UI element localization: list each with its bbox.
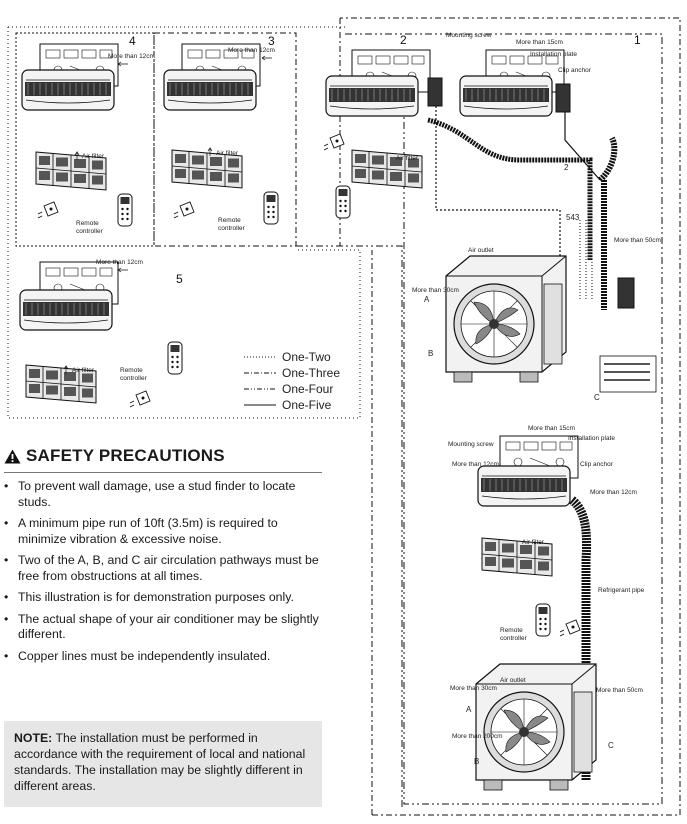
safety-item: To prevent wall damage, use a stud finde… [4, 479, 322, 510]
panel-1-clip-anchor-label: Clip anchor [558, 67, 592, 74]
lower-remote-label-a: Remote [500, 627, 523, 634]
panel-4-remote-label-a: Remote [76, 220, 99, 227]
panel-2-number: 2 [400, 33, 407, 47]
panel-2-air-filter-label: Air filter [396, 155, 419, 162]
upper-outdoor-air-outlet-label: Air outlet [468, 247, 494, 254]
upper-outdoor-unit: Air outlet A B C More than 30cm More tha… [412, 237, 661, 402]
panel-3-air-filter-label: Air filter [216, 150, 239, 157]
note-text: The installation must be performed in ac… [14, 731, 306, 793]
panel-3: 3 More than 12cm Air filter Remote contr… [163, 34, 279, 232]
panel-3-remote-label-a: Remote [218, 217, 241, 224]
lower-remote-label-b: controller [500, 635, 528, 642]
lower-air-filter-label: Air filter [522, 539, 545, 546]
panel-1-mounting-screw-label: Mounting screw [446, 32, 492, 39]
panel-5: 5 More than 12cm Air filter Remote contr… [19, 259, 183, 408]
panel-3-clearance-label: More than 12cm [228, 47, 275, 54]
safety-precautions: SAFETY PRECAUTIONS To prevent wall damag… [4, 446, 322, 670]
panel-4-clearance-label: More than 12cm [108, 53, 155, 60]
panel-5-clearance-label: More than 12cm [96, 259, 143, 266]
safety-item-text: To prevent wall damage, use a stud finde… [18, 479, 296, 509]
lower-outdoor-clearance-50: More than 50cm [596, 687, 643, 694]
upper-outdoor-letter-a: A [424, 295, 430, 304]
legend-item-one-two: One-Two [282, 350, 331, 364]
note-label: NOTE: [14, 731, 53, 745]
panel-1-number: 1 [634, 33, 641, 47]
lower-installation-plate-label: Installation plate [568, 435, 615, 442]
panel-5-remote-label-a: Remote [120, 367, 143, 374]
lower-clearance-12cm-right: More than 12cm [590, 489, 637, 496]
safety-item: A minimum pipe run of 10ft (3.5m) is req… [4, 516, 322, 547]
lower-outdoor-unit: Air outlet A B C More than 30cm More tha… [450, 663, 643, 791]
legend-item-one-five: One-Five [282, 398, 332, 412]
lower-clearance-12cm-left: More than 12cm [452, 461, 499, 468]
upper-outdoor-letter-c: C [594, 393, 600, 402]
panel-4-air-filter-label: Air filter [82, 153, 105, 160]
safety-item-text: Copper lines must be independently insul… [18, 648, 271, 663]
lower-clip-anchor-label: Clip anchor [580, 461, 614, 468]
lower-refrigerant-pipe-label: Refrigerant pipe [598, 587, 645, 594]
legend: One-Two One-Three One-Four One-Five [244, 350, 340, 412]
lower-mounting-screw-label: Mounting screw [448, 441, 494, 448]
safety-item-text: This illustration is for demonstration p… [18, 590, 294, 604]
safety-item: Two of the A, B, and C air circulation p… [4, 553, 322, 584]
pipe-numbers-543: 543 [566, 213, 580, 222]
safety-title-row: SAFETY PRECAUTIONS [4, 446, 322, 466]
safety-item-text: Two of the A, B, and C air circulation p… [18, 553, 319, 583]
panel-4: 4 More than 12cm Air filter Remote contr… [21, 34, 155, 235]
safety-list: To prevent wall damage, use a stud finde… [4, 479, 322, 664]
safety-title: SAFETY PRECAUTIONS [26, 446, 225, 465]
panel-4-number: 4 [129, 34, 136, 48]
lower-outdoor-air-outlet-label: Air outlet [500, 677, 526, 684]
lower-outdoor-clearance-30: More than 30cm [450, 685, 497, 692]
lower-outdoor-letter-b: B [474, 757, 479, 766]
panel-1: 1 More than 15cm Mounting screw Installa… [446, 32, 641, 310]
panel-3-number: 3 [268, 34, 275, 48]
pipe-routes [427, 106, 601, 300]
lower-indoor-unit: More than 15cm Mounting screw Installati… [448, 425, 645, 780]
panel-borders [7, 17, 681, 816]
panel-3-remote-label-b: controller [218, 225, 246, 232]
pipe-number-2: 2 [564, 163, 569, 172]
panel-1-installation-plate-label: Installation plate [530, 51, 577, 58]
lower-outdoor-letter-c: C [608, 741, 614, 750]
safety-item: This illustration is for demonstration p… [4, 590, 322, 606]
lower-outdoor-clearance-200: More than 200cm [452, 733, 503, 740]
safety-item: The actual shape of your air conditioner… [4, 612, 322, 643]
panel-1-clearance-label: More than 15cm [516, 39, 563, 46]
upper-outdoor-clearance-50: More than 50cm [614, 237, 661, 244]
panel-5-number: 5 [176, 272, 183, 286]
safety-item-text: The actual shape of your air conditioner… [18, 611, 319, 642]
panel-2: 2 Air filter [323, 33, 443, 219]
lower-clearance-15cm: More than 15cm [528, 425, 575, 432]
note-box: NOTE: The installation must be performed… [4, 721, 322, 807]
panel-5-remote-label-b: controller [120, 375, 148, 382]
legend-item-one-four: One-Four [282, 382, 333, 396]
safety-divider [4, 472, 322, 473]
safety-item: Copper lines must be independently insul… [4, 649, 322, 665]
legend-item-one-three: One-Three [282, 366, 340, 380]
panel-4-remote-label-b: controller [76, 228, 104, 235]
warning-icon [4, 449, 21, 463]
upper-outdoor-clearance-30: More than 30cm [412, 287, 459, 294]
lower-outdoor-letter-a: A [466, 705, 472, 714]
safety-item-text: A minimum pipe run of 10ft (3.5m) is req… [18, 516, 278, 546]
panel-5-air-filter-label: Air filter [72, 367, 95, 374]
upper-outdoor-letter-b: B [428, 349, 433, 358]
